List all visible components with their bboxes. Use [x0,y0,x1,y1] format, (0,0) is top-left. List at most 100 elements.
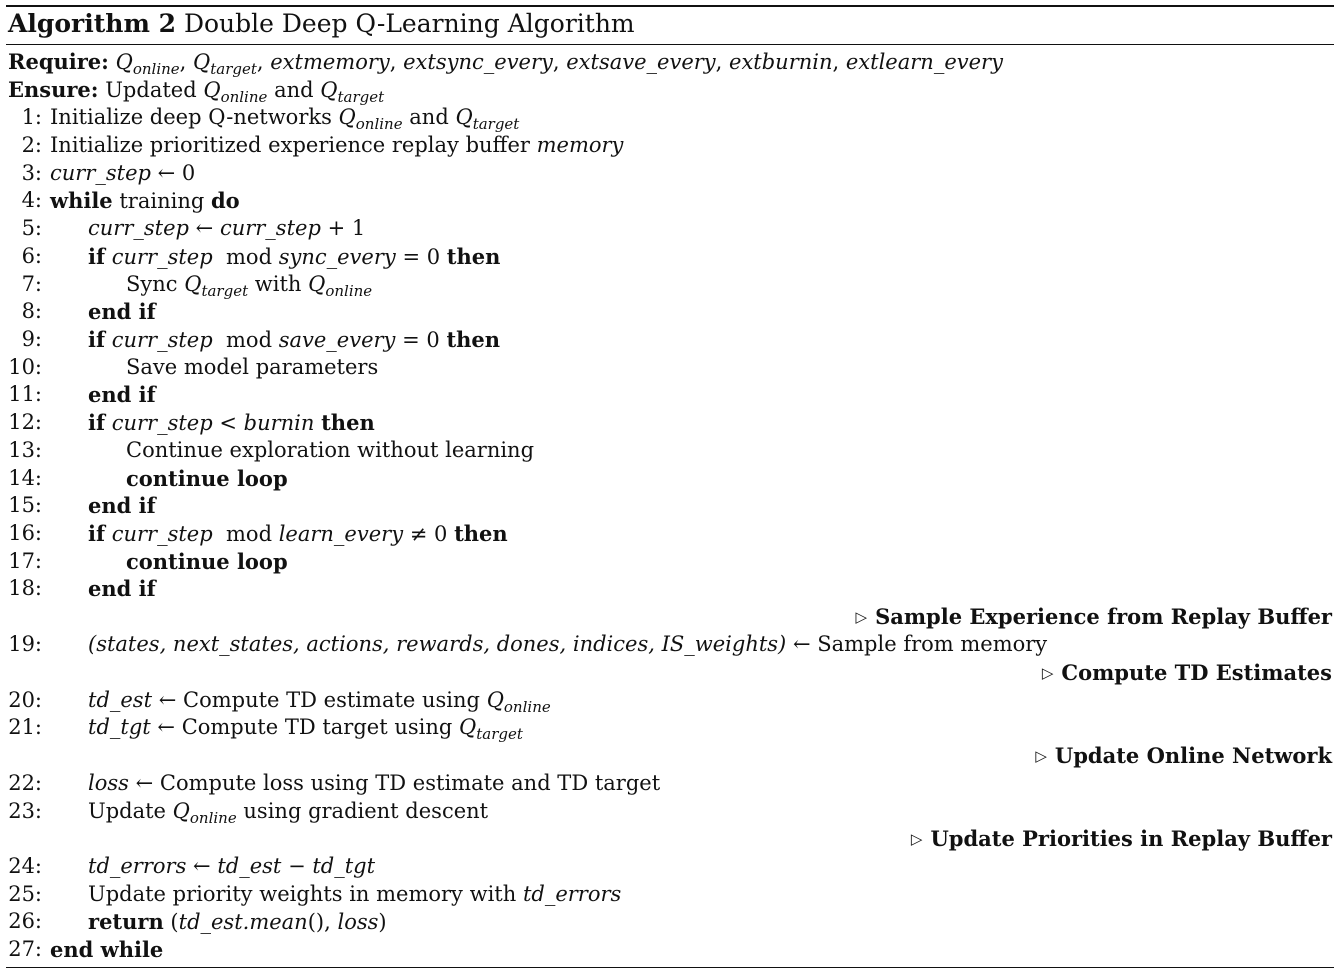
line-number: 18: [8,576,42,600]
end-if-keyword: end if [88,382,156,407]
curr-step-var: curr_step [111,328,213,352]
line-number: 24: [8,854,42,878]
loss-var: loss [337,910,379,934]
comment-compute-td: ▷ Compute TD Estimates [6,659,1332,687]
end-if-keyword: end if [88,493,156,518]
learn-every-var: learn_every [278,522,404,546]
require-q-online-sub: online [132,60,180,78]
line-13: 13: Continue exploration without learnin… [6,437,1332,465]
line-17: 17: continue loop [6,548,1332,576]
line-20: 20: td_est ← Compute TD estimate using Q… [6,687,1332,715]
sync-every-var: sync_every [278,245,396,269]
require-keyword: Require: [8,49,109,74]
comment-text: Update Online Network [1054,743,1332,768]
equals-op: = 0 [402,328,440,352]
comment-update-online: ▷ Update Online Network [6,742,1332,770]
line-14: 14: continue loop [6,465,1332,493]
line-number: 1: [21,105,42,129]
q-symbol: Q [338,105,356,129]
mod-op: mod [226,245,273,269]
line-24: 24: td_errors ← td_est − td_tgt [6,853,1332,881]
continue-keyword: continue loop [126,466,288,491]
algorithm-label: Algorithm 2 [8,9,176,38]
ensure-text: Updated [105,78,197,102]
q-symbol: Q [459,715,477,739]
do-keyword: do [210,188,240,213]
td-errors-var: td_errors [88,854,187,878]
comment-triangle-icon: ▷ [1041,664,1054,682]
target-sub: target [472,115,520,133]
td-est-mean-var: td_est.mean [178,910,308,934]
end-if-keyword: end if [88,299,156,324]
line-text: Sync [126,272,178,296]
line-number: 16: [8,521,42,545]
curr-step-var: curr_step [111,411,213,435]
top-rule [6,5,1334,7]
line-number: 11: [8,382,42,406]
line-15: 15: end if [6,492,1332,520]
return-keyword: return [88,909,164,934]
not-equal-op: ≠ 0 [409,522,448,546]
plus-op: + 1 [327,216,366,240]
line-19: 19: (states, next_states, actions, rewar… [6,631,1332,659]
line-text: Sample from memory [817,632,1048,656]
save-every-var: save_every [278,328,396,352]
require-save-every: extsave_every [566,50,716,74]
if-keyword: if [88,327,106,352]
line-number: 19: [8,632,42,656]
curr-step-var: curr_step [88,216,189,240]
line-2: 2: Initialize prioritized experience rep… [6,132,1332,160]
call-parens: () [307,910,325,934]
comment-triangle-icon: ▷ [1035,747,1047,765]
curr-step-var: curr_step [219,216,321,240]
continue-keyword: continue loop [126,549,288,574]
comment-update-priorities: ▷ Update Priorities in Replay Buffer [6,825,1332,853]
line-number: 12: [8,410,42,434]
caption-rule [6,44,1334,45]
line-number: 10: [8,355,42,379]
line-18: 18: end if [6,575,1332,603]
line-number: 15: [8,493,42,517]
ensure-keyword: Ensure: [8,77,99,102]
assign-op: ← [157,715,175,739]
ensure-line: Ensure: Updated Qonline and Qtarget [6,76,1332,106]
comment-text: Compute TD Estimates [1061,660,1332,685]
curr-step-var: curr_step [111,245,213,269]
require-burnin: extburnin [729,50,833,74]
line-number: 5: [21,216,42,240]
line-3: 3: curr_step ← 0 [6,160,1332,188]
line-number: 8: [21,299,42,323]
q-symbol: Q [486,688,504,712]
line-text: training [119,189,205,213]
line-number: 14: [8,466,42,490]
assign-op: ← [158,688,177,712]
memory-var: memory [536,133,624,157]
assign-op: ← [135,771,154,795]
q-symbol: Q [172,799,190,823]
td-tgt-var: td_tgt [88,715,151,739]
q-symbol: Q [455,105,473,129]
target-sub: target [201,282,249,300]
ensure-q-online-sub: online [220,88,268,106]
assign-op: ← [792,632,811,656]
comment-text: Update Priorities in Replay Buffer [930,826,1332,851]
line-number: 21: [8,715,42,739]
td-errors-var: td_errors [522,882,622,906]
td-est-var: td_est [88,688,153,712]
require-sync-every: extsync_every [403,50,553,74]
comment-triangle-icon: ▷ [910,830,923,848]
with-text: with [254,272,302,296]
line-number: 6: [21,244,42,268]
comment-text: Sample Experience from Replay Buffer [875,604,1332,629]
sample-tuple: (states, next_states, actions, rewards, … [88,632,787,656]
loss-var: loss [88,771,129,795]
if-keyword: if [88,410,106,435]
line-16: 16: if curr_step mod learn_every ≠ 0 the… [6,520,1332,548]
line-8: 8: end if [6,298,1332,326]
line-12: 12: if curr_step < burnin then [6,409,1332,437]
line-text: Compute TD target using [181,715,453,739]
line-text: Compute loss using TD estimate and TD ta… [159,771,661,795]
less-than-op: < [219,411,237,435]
mod-op: mod [226,328,273,352]
minus-op: − [288,854,306,878]
